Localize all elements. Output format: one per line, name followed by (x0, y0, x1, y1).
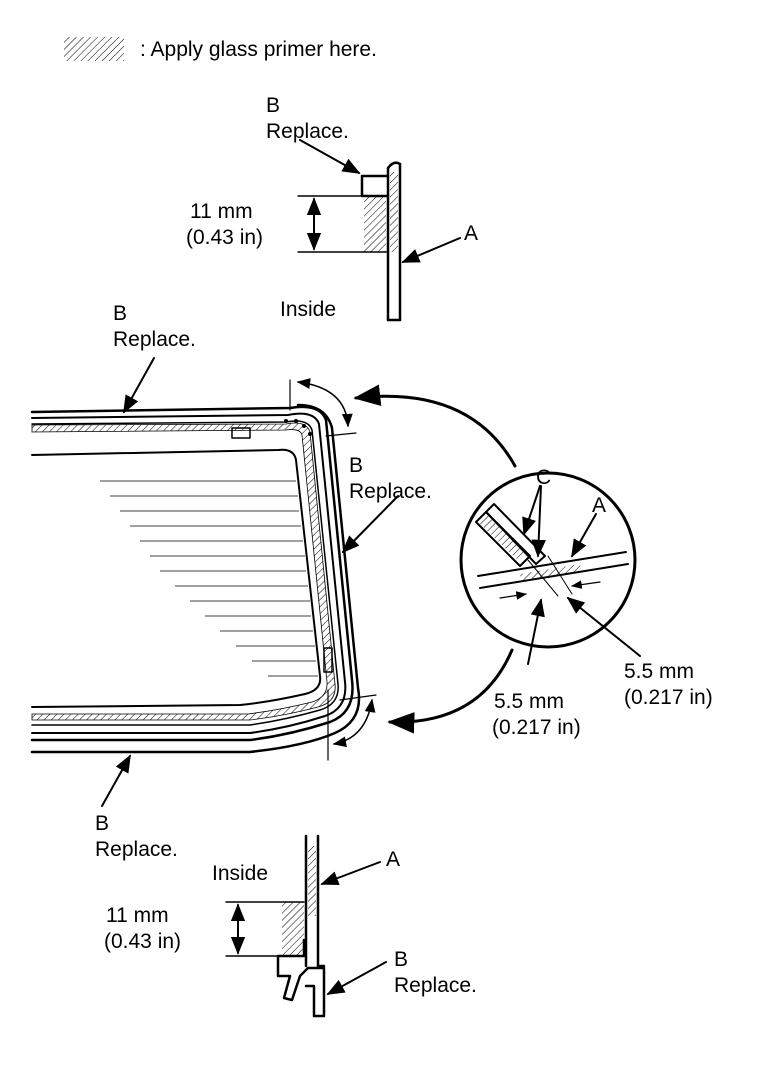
primer-area (282, 902, 304, 956)
main-bottom-b-replace: Replace. (95, 838, 178, 861)
main-top-b-replace: Replace. (113, 328, 196, 351)
top-dim-mm: 11 mm (190, 200, 253, 223)
magnified-detail-circle (459, 471, 637, 649)
bottom-a-letter: A (386, 848, 400, 871)
glass-reflection-lines (100, 480, 318, 677)
top-b-letter: B (266, 94, 280, 117)
bottom-dim-in: (0.43 in) (104, 930, 181, 953)
bottom-dim-mm: 11 mm (106, 904, 169, 927)
bottom-detail: Inside A 11 mm (0.43 in) B Replace. (104, 834, 477, 1018)
circle-c-letter: C (536, 466, 551, 489)
top-inside-label: Inside (280, 298, 336, 321)
main-side-b-letter: B (349, 454, 363, 477)
windshield-view: B Replace. B Replace. B Replace. (30, 302, 432, 861)
circle-dim-right-mm: 5.5 mm (624, 660, 694, 683)
top-dim-in: (0.43 in) (186, 226, 263, 249)
top-a-letter: A (464, 222, 478, 245)
circle-dim-right-in: (0.217 in) (624, 686, 713, 709)
main-side-b-replace: Replace. (349, 480, 432, 503)
circle-detail: C A 5.5 mm (0.217 in) 5.5 mm (0.217 in) (353, 384, 713, 739)
legend-text: : Apply glass primer here. (140, 38, 377, 61)
circle-a-letter: A (592, 494, 606, 517)
top-b-replace: Replace. (266, 120, 349, 143)
hatch-swatch-icon (64, 37, 124, 61)
bottom-b-replace: Replace. (394, 974, 477, 997)
bottom-b-letter: B (394, 948, 408, 971)
main-bottom-b-letter: B (95, 812, 109, 835)
top-detail: B Replace. 11 mm (0.43 in) A Inside (186, 94, 478, 322)
main-top-b-letter: B (113, 302, 127, 325)
bottom-inside-label: Inside (212, 862, 268, 885)
circle-dim-left-in: (0.217 in) (492, 716, 581, 739)
primer-area (364, 196, 386, 252)
circle-dim-left-mm: 5.5 mm (494, 690, 564, 713)
legend: : Apply glass primer here. (64, 37, 377, 61)
